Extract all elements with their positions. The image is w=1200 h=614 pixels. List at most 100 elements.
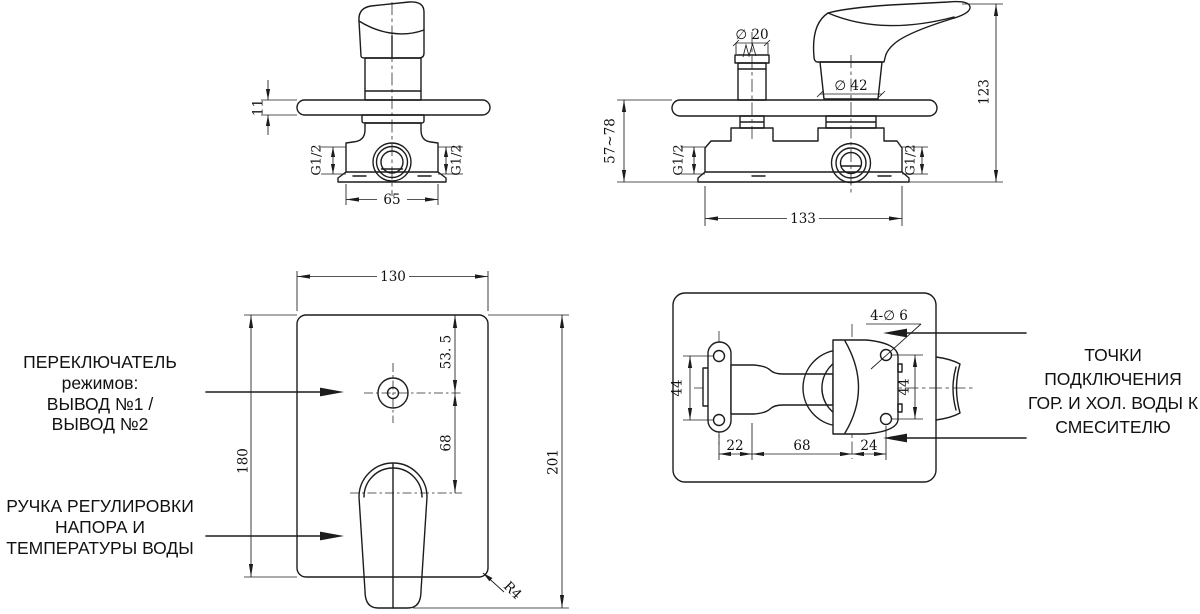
mode-switch-arrowhead — [320, 387, 344, 397]
dim-label-overall-height: 123 — [977, 79, 993, 105]
port-circle-inner — [839, 151, 863, 175]
callout-line: ВЫВОД №2 — [52, 414, 149, 434]
port-circle-outer — [830, 142, 872, 184]
dim-label-body-width: 133 — [790, 211, 816, 227]
port-circle-inner — [380, 150, 404, 174]
dim-label-port-right: G1/2 — [904, 144, 919, 175]
dim-label-left-hole-span: 44 — [670, 379, 686, 396]
diverter-body — [737, 62, 767, 101]
diverter-cap — [734, 54, 770, 64]
callout-mode-switch: ПЕРЕКЛЮЧАТЕЛЬ режимов: ВЫВОД №1 / ВЫВОД … — [23, 352, 177, 434]
callout-line: ПОДКЛЮЧЕНИЯ — [1044, 369, 1182, 389]
dim-label-corner-radius: R4 — [500, 578, 525, 603]
neck-band — [361, 114, 425, 124]
dim-mount-depth: 57~78 — [603, 99, 698, 183]
dim-diverter-to-handle: 68 — [439, 393, 458, 493]
view-valve-front: ∅ 20 ∅ 42 133 57~78 123 — [603, 0, 1003, 227]
dim-label-mount-depth: 57~78 — [603, 118, 619, 164]
dim-label-port-left: G1/2 — [672, 144, 687, 175]
valve-hole-bottom — [879, 412, 893, 426]
dim-handle-base: ∅ 42 — [816, 78, 886, 98]
callout-line: СМЕСИТЕЛЮ — [1055, 417, 1170, 437]
valve-dome-arc — [844, 340, 860, 434]
dim-label-offset-c: 24 — [860, 438, 877, 454]
callout-line: ПЕРЕКЛЮЧАТЕЛЬ — [23, 352, 177, 372]
dim-top-to-diverter: 53. 5 — [439, 315, 458, 393]
wall-plate — [671, 99, 938, 117]
diverter-button-outer — [377, 377, 409, 409]
dim-port-right: G1/2 — [902, 144, 928, 176]
callout-line: ГОР. И ХОЛ. ВОДЫ К — [1028, 393, 1199, 413]
dim-corner-radius: R4 — [482, 572, 525, 603]
valve-body — [337, 122, 447, 183]
dim-label-diverter-to-handle: 68 — [439, 434, 455, 451]
dim-label-plate-width: 130 — [380, 269, 406, 285]
dim-overall-height: 201 — [413, 314, 569, 609]
view-plate-back: 4-∅ 6 44 44 22 68 24 — [670, 292, 973, 483]
dim-diverter-thread: ∅ 20 — [732, 27, 771, 54]
handle-outline — [358, 1, 425, 59]
port-circle-mid — [375, 145, 409, 179]
callout-line: ВЫВОД №1 / — [47, 394, 154, 414]
callout-connections: ТОЧКИ ПОДКЛЮЧЕНИЯ ГОР. И ХОЛ. ВОДЫ К СМЕ… — [1028, 345, 1199, 437]
callout-handle: РУЧКА РЕГУЛИРОВКИ НАПОРА И ТЕМПЕРАТУРЫ В… — [6, 496, 194, 558]
port-circle-mid — [835, 147, 867, 179]
connecting-shaft — [730, 364, 834, 415]
dim-label-plate-height: 180 — [236, 448, 252, 474]
dim-horizontal-chain: 22 68 24 — [718, 423, 887, 460]
block-tab-bottom — [897, 403, 903, 413]
lever-outline — [812, 0, 971, 63]
dim-right-hole-span: 44 — [892, 354, 923, 420]
connection-top-arrowhead — [883, 328, 907, 338]
dim-label-overall-height: 201 — [546, 449, 562, 475]
dim-port-left: G1/2 — [672, 144, 705, 176]
dim-body-width: 65 — [345, 184, 439, 208]
connection-bottom-arrowhead — [883, 433, 907, 443]
callout-line: ТЕМПЕРАТУРЫ ВОДЫ — [6, 538, 194, 558]
dim-label-port-left: G1/2 — [310, 144, 325, 175]
dim-label-offset-b: 68 — [793, 438, 810, 454]
dim-label-body-width: 65 — [383, 192, 400, 208]
lever-base-cap — [819, 61, 883, 100]
callout-line: РУЧКА РЕГУЛИРОВКИ — [6, 496, 194, 516]
dim-label-diverter-thread: ∅ 20 — [735, 27, 768, 43]
dim-left-hole-span: 44 — [670, 355, 713, 421]
handle-arrowhead — [320, 531, 344, 541]
dim-plate-thickness: 11 — [251, 80, 297, 135]
callout-line: режимов: — [62, 373, 139, 393]
callout-line: ТОЧКИ — [1084, 345, 1142, 365]
plate-outline — [672, 292, 937, 483]
lever-crease — [827, 12, 955, 27]
diverter-button-inner — [386, 386, 400, 400]
view-plate-front: 130 53. 5 68 180 201 — [236, 269, 569, 609]
dim-overall-height: 123 — [909, 3, 1003, 183]
callout-line: НАПОРА И — [55, 517, 145, 537]
dim-label-mount-holes: 4-∅ 6 — [870, 308, 908, 324]
dim-label-handle-base: ∅ 42 — [834, 78, 867, 94]
port-circle-outer — [372, 142, 412, 182]
flange-hole-bottom — [712, 413, 726, 427]
dim-port-left: G1/2 — [310, 144, 346, 176]
dim-label-right-hole-span: 44 — [897, 378, 913, 395]
block-tab-top — [897, 363, 903, 373]
handle-stem — [364, 57, 422, 101]
handle-outline — [358, 462, 428, 609]
wall-plate — [296, 99, 491, 116]
view-valve-side: 11 65 G1/2 G1/2 — [251, 1, 491, 208]
thread-symbol — [742, 42, 757, 58]
callout-arrows — [205, 328, 1027, 541]
dim-label-plate-thickness: 11 — [251, 99, 267, 116]
dim-body-width: 133 — [704, 186, 903, 227]
dim-label-offset-a: 22 — [726, 438, 743, 454]
dim-plate-width: 130 — [296, 269, 489, 311]
dim-plate-height: 180 — [236, 314, 297, 578]
handle-stub-face — [952, 366, 957, 411]
flange-hole-top — [712, 349, 726, 363]
valve-arc-outer — [802, 349, 842, 427]
dim-label-top-to-diverter: 53. 5 — [439, 335, 455, 369]
dim-label-port-right: G1/2 — [450, 144, 465, 175]
dim-port-right: G1/2 — [438, 144, 465, 176]
handle-stub — [935, 356, 961, 421]
